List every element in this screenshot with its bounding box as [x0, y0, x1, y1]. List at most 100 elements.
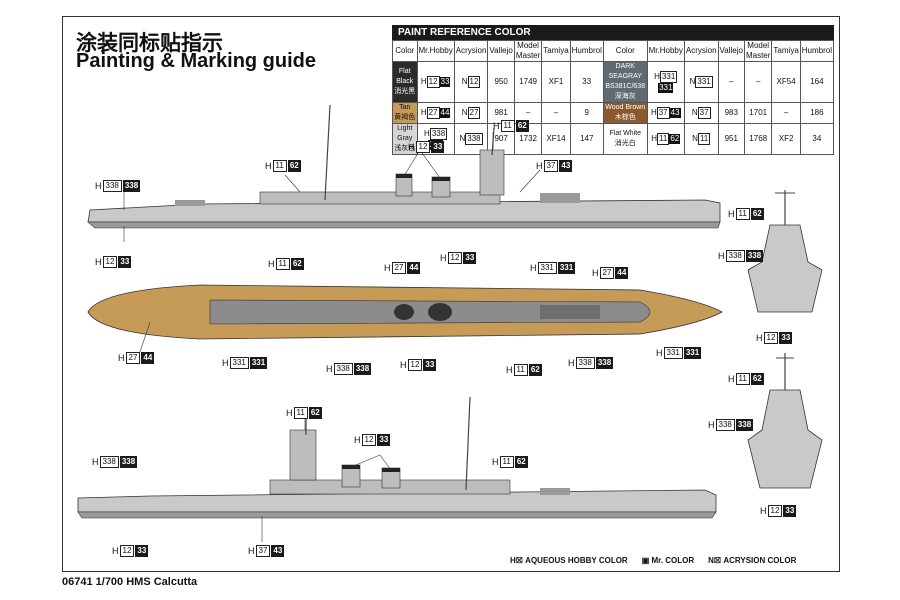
legend-acrysion: N☒ ACRYSION COLOR — [708, 556, 797, 565]
callout-hobby-code: 37 — [543, 160, 559, 172]
paint-callout: H 338 338 — [718, 250, 764, 262]
callout-hobby-code: 338 — [725, 250, 745, 262]
paint-callout: H 37 43 — [248, 545, 285, 557]
callout-mr-code: 62 — [750, 373, 764, 385]
paint-callout: H 27 44 — [384, 262, 421, 274]
callout-mr-code: 331 — [557, 262, 576, 274]
callout-prefix: H — [354, 435, 361, 445]
col-tamiya: Tamiya — [541, 40, 571, 62]
callout-mr-code: 33 — [377, 434, 391, 446]
paint-callout: H 11 62 — [286, 407, 322, 419]
hull-waterline-top — [87, 221, 721, 229]
callout-prefix: H — [268, 259, 275, 269]
callout-hobby-code: 11 — [735, 208, 750, 220]
callout-mr-code: 43 — [559, 160, 573, 172]
paint-callout: H 11 62 — [506, 364, 542, 376]
callout-hobby-code: 11 — [499, 456, 514, 468]
callout-mr-code: 62 — [290, 258, 304, 270]
bow-hull — [747, 224, 823, 313]
callout-mr-code: 44 — [407, 262, 421, 274]
side-profile-top — [87, 104, 721, 229]
callout-mr-code: 62 — [528, 364, 542, 376]
paint-callout: H 338 338 — [326, 363, 372, 375]
callout-mr-code: 43 — [271, 545, 285, 557]
callout-prefix: H — [286, 408, 293, 418]
callout-hobby-code: 27 — [391, 262, 407, 274]
turret-aft-top — [175, 200, 205, 206]
callout-prefix: H — [536, 161, 543, 171]
guide-frame — [62, 16, 840, 572]
callout-mr-code: 33 — [783, 505, 797, 517]
model-master-code: 1768 — [743, 123, 773, 155]
callout-mr-code: 33 — [431, 141, 445, 153]
callout-prefix: H — [718, 251, 725, 261]
footer-kit-title: 06741 1/700 HMS Calcutta — [62, 576, 198, 588]
callout-hobby-code: 11 — [272, 160, 287, 172]
callout-mr-code: 338 — [119, 456, 138, 468]
paint-callout: H 12 33 — [408, 141, 445, 153]
callout-hobby-code: 331 — [663, 347, 683, 359]
funnel-2-cap-top — [432, 177, 450, 181]
paint-callout: H 11 62 — [265, 160, 301, 172]
turret-fwd-top — [540, 193, 580, 203]
callout-hobby-code: 12 — [763, 332, 779, 344]
callout-mr-code: 62 — [514, 456, 528, 468]
stern-view — [747, 353, 823, 489]
callout-mr-code: 338 — [353, 363, 372, 375]
paint-callout: H 12 33 — [756, 332, 793, 344]
callout-prefix: H — [760, 506, 767, 516]
humbrol-code: 147 — [569, 123, 604, 155]
callout-mr-code: 62 — [308, 407, 322, 419]
turret-aft-bottom — [540, 488, 570, 495]
paint-callout: H 331 331 — [222, 357, 268, 369]
callout-mr-code: 33 — [779, 332, 793, 344]
callout-hobby-code: 11 — [513, 364, 528, 376]
callout-prefix: H — [440, 253, 447, 263]
callout-hobby-code: 11 — [275, 258, 290, 270]
paint-reference-header: PAINT REFERENCE COLOR — [392, 25, 834, 40]
plan-funnel-2 — [428, 303, 452, 321]
callout-mr-code: 62 — [515, 120, 529, 132]
vallejo-code: 950 — [487, 61, 515, 103]
callout-mr-code: 338 — [745, 250, 764, 262]
callout-mr-code: 44 — [141, 352, 155, 364]
paint-callout: H 331 331 — [530, 262, 576, 274]
plan-bridge — [540, 305, 600, 319]
callout-mr-code: 33 — [463, 252, 477, 264]
callout-prefix: H — [493, 121, 500, 131]
callout-mr-code: 331 — [249, 357, 268, 369]
callout-hobby-code: 338 — [333, 363, 353, 375]
mainmast-bottom — [465, 396, 471, 491]
callout-prefix: H — [492, 457, 499, 467]
callout-hobby-code: 331 — [229, 357, 249, 369]
callout-prefix: H — [95, 181, 102, 191]
paint-callout: H 338 338 — [95, 180, 141, 192]
callout-hobby-code: 338 — [715, 419, 735, 431]
paint-callout: H 12 33 — [95, 256, 132, 268]
callout-hobby-code: 12 — [102, 256, 118, 268]
paint-callout: H 12 33 — [400, 359, 437, 371]
bow-view — [747, 190, 823, 313]
callout-hobby-code: 12 — [361, 434, 377, 446]
callout-prefix: H — [112, 546, 119, 556]
callout-prefix: H — [400, 360, 407, 370]
callout-prefix: H — [326, 364, 333, 374]
paint-callout: H 27 44 — [592, 267, 629, 279]
tamiya-code: XF14 — [541, 123, 571, 155]
title-chinese: 涂装同标贴指示 — [76, 31, 223, 55]
callout-mr-code: 338 — [595, 357, 614, 369]
leader-lines — [123, 132, 541, 542]
model-master-code: 1749 — [513, 61, 543, 103]
table-header-row: Color Mr.Hobby Acrysion Vallejo Model Ma… — [392, 40, 835, 62]
mainmast-top — [324, 104, 331, 201]
paint-callout: H 37 43 — [536, 160, 573, 172]
callout-prefix: H — [408, 142, 415, 152]
superstructure-top — [259, 191, 501, 205]
callout-prefix: H — [592, 268, 599, 278]
callout-hobby-code: 37 — [255, 545, 271, 557]
paint-callout: H 12 33 — [354, 434, 391, 446]
